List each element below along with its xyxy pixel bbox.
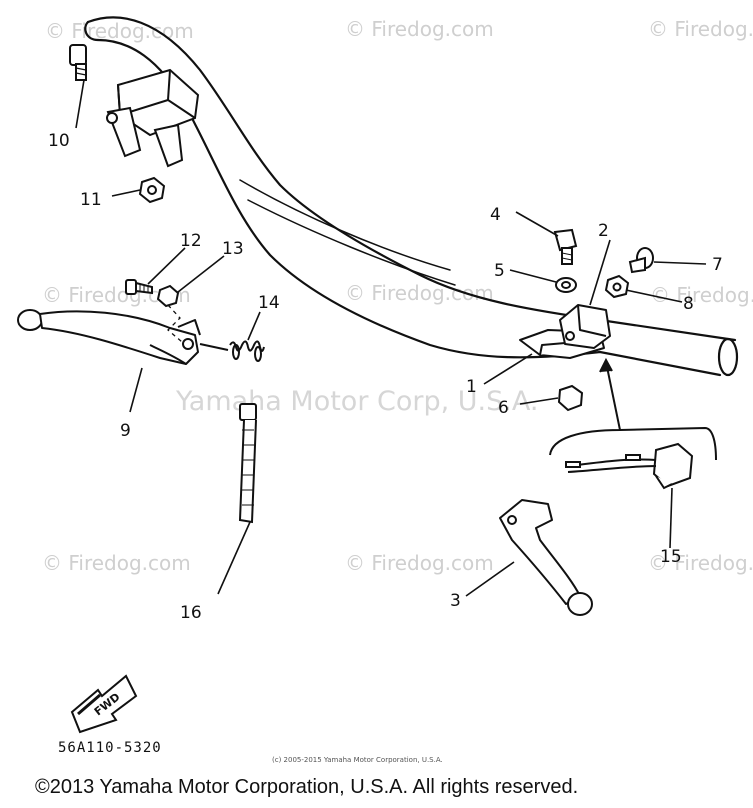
part-14-spring — [199, 340, 265, 362]
leader-lines — [75, 79, 707, 597]
guide-lines — [167, 304, 183, 343]
watermark: © Firedog.com — [650, 283, 753, 307]
callout-16: 16 — [180, 603, 202, 623]
part-15-switch — [565, 442, 694, 490]
part-12-bolt — [125, 279, 153, 295]
callout-12: 12 — [180, 231, 202, 251]
part-5-washer — [555, 277, 577, 293]
part-13-nut — [156, 284, 180, 308]
watermark: © Firedog.com — [648, 17, 753, 41]
callout-5: 5 — [494, 261, 505, 281]
part-code: 56A110-5320 — [58, 740, 162, 756]
callout-10: 10 — [48, 131, 70, 151]
master-cylinder — [106, 68, 200, 168]
callout-15: 15 — [660, 547, 682, 567]
part-8-nut — [604, 274, 630, 299]
small-copyright: (c) 2005-2015 Yamaha Motor Corporation, … — [272, 756, 443, 764]
watermark-center: Yamaha Motor Corp, U.S.A. — [175, 386, 538, 417]
part-16-cable-tie — [238, 403, 257, 524]
fwd-arrow: FWD — [70, 674, 138, 734]
callout-14: 14 — [258, 293, 280, 313]
detail-callout-frame — [549, 357, 717, 461]
callout-7: 7 — [712, 255, 723, 275]
part-10-bolt — [69, 44, 87, 81]
part-6-nut — [557, 384, 584, 412]
callout-8: 8 — [683, 294, 694, 314]
callout-9: 9 — [120, 421, 131, 441]
watermark: © Firedog.com — [42, 551, 191, 575]
callout-2: 2 — [598, 221, 609, 241]
callout-6: 6 — [498, 398, 509, 418]
callout-13: 13 — [222, 239, 244, 259]
part-11-nut — [138, 176, 166, 204]
watermark: © Firedog.com — [345, 281, 494, 305]
callout-1: 1 — [466, 377, 477, 397]
part-4-bolt — [553, 228, 578, 265]
callout-3: 3 — [450, 591, 461, 611]
part-3-lever — [499, 499, 593, 616]
callout-labels: 10 11 12 13 14 9 16 4 2 5 7 8 1 6 15 3 — [48, 131, 723, 623]
callout-4: 4 — [490, 205, 501, 225]
part-7-screw — [628, 247, 654, 274]
part-1-bracket — [519, 304, 611, 359]
footer-copyright: ©2013 Yamaha Motor Corporation, U.S.A. A… — [35, 776, 579, 798]
callout-11: 11 — [80, 190, 102, 210]
part-9-lever — [17, 309, 201, 365]
watermark: © Firedog.com — [648, 551, 753, 575]
watermark: © Firedog.com — [345, 17, 494, 41]
watermark: © Firedog.com — [345, 551, 494, 575]
handlebar — [84, 16, 739, 377]
